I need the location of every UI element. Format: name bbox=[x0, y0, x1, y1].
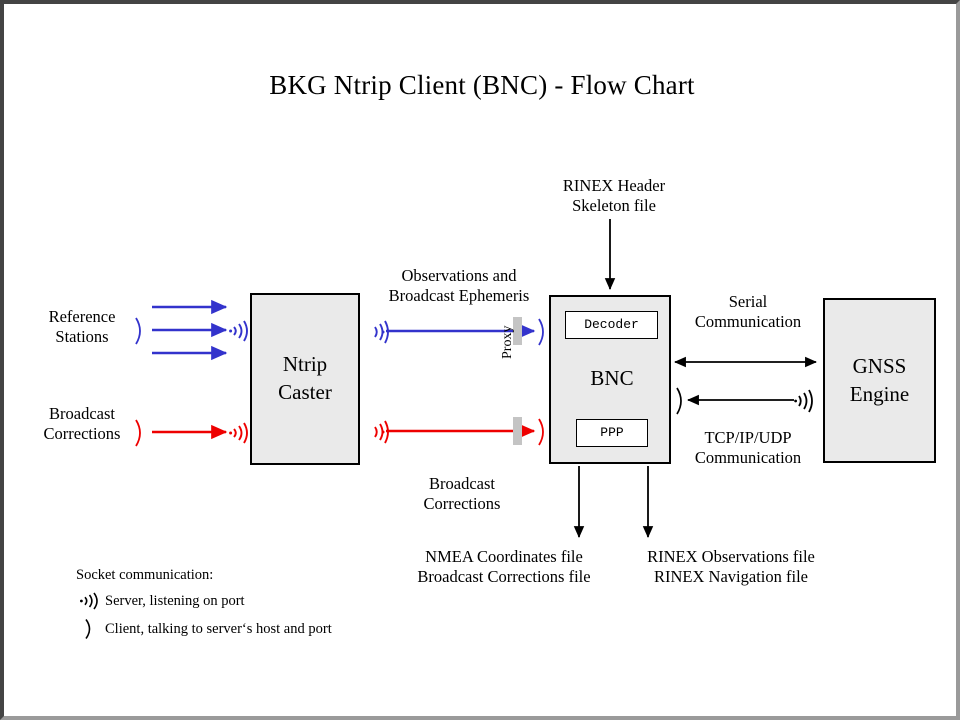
page-title: BKG Ntrip Client (BNC) - Flow Chart bbox=[269, 70, 695, 100]
output-left-line1: NMEA Coordinates file bbox=[425, 547, 583, 566]
antenna-server-icon-gnss-tcpip bbox=[794, 389, 813, 413]
legend-server-text: Server, listening on port bbox=[105, 592, 245, 609]
reference-stations-line1: Reference bbox=[48, 307, 116, 326]
reference-stations-line2: Stations bbox=[55, 327, 109, 347]
proxy-bar-top bbox=[513, 317, 522, 345]
antenna-server-icon-caster-in-red bbox=[229, 422, 248, 444]
decoder-box[interactable]: Decoder bbox=[565, 311, 658, 339]
ntrip-caster-box[interactable]: Ntrip Caster bbox=[250, 293, 360, 465]
legend-row-client: Client, talking to server‘s host and por… bbox=[76, 618, 496, 640]
broadcast-corrections-source-line2: Corrections bbox=[43, 424, 121, 444]
reference-stations-label: Reference Stations bbox=[22, 307, 142, 347]
ntrip-caster-label-line1: Ntrip bbox=[282, 352, 328, 377]
output-left-line2: Broadcast Corrections file bbox=[417, 567, 591, 587]
legend-heading: Socket communication: bbox=[76, 567, 214, 583]
client-paren-icon-broadcast-corrections bbox=[135, 419, 141, 447]
decoder-label: Decoder bbox=[584, 317, 639, 333]
tcpip-communication-line1: TCP/IP/UDP bbox=[704, 428, 792, 447]
antenna-server-icon-caster-out-red bbox=[374, 420, 389, 444]
legend-client-text: Client, talking to server‘s host and por… bbox=[105, 620, 332, 637]
output-right-line2: RINEX Navigation file bbox=[654, 567, 808, 587]
antenna-server-icon-caster-in-blue bbox=[229, 320, 248, 342]
broadcast-corrections-stream-line2: Corrections bbox=[423, 494, 501, 514]
tcpip-communication-line2: Communication bbox=[694, 448, 802, 468]
bnc-box[interactable]: Decoder BNC PPP bbox=[549, 295, 671, 464]
serial-communication-line2: Communication bbox=[694, 312, 802, 332]
ntrip-caster-label-line2: Caster bbox=[278, 380, 332, 404]
legend-row-server: Server, listening on port bbox=[76, 591, 496, 611]
antenna-server-icon-legend bbox=[76, 591, 102, 611]
client-paren-icon-reference-stations bbox=[135, 317, 141, 345]
client-paren-icon-bnc-tcpip bbox=[676, 387, 682, 415]
client-paren-icon-bnc-in-blue bbox=[538, 318, 544, 346]
output-left-label: NMEA Coordinates file Broadcast Correcti… bbox=[402, 547, 606, 587]
gnss-engine-label-line2: Engine bbox=[849, 381, 910, 406]
antenna-server-icon-caster-out-blue bbox=[374, 320, 389, 344]
output-right-label: RINEX Observations file RINEX Navigation… bbox=[626, 547, 836, 587]
tcpip-communication-label: TCP/IP/UDP Communication bbox=[672, 428, 824, 468]
proxy-bar-bottom bbox=[513, 417, 522, 445]
broadcast-corrections-source-line1: Broadcast bbox=[49, 404, 115, 423]
proxy-label: Proxy bbox=[500, 325, 515, 359]
client-paren-icon-legend bbox=[76, 618, 102, 640]
legend: Socket communication: Server, listening … bbox=[76, 567, 496, 640]
broadcast-corrections-stream-label: Broadcast Corrections bbox=[382, 474, 542, 514]
ppp-box[interactable]: PPP bbox=[576, 419, 648, 447]
rinex-header-line2: Skeleton file bbox=[572, 196, 656, 216]
gnss-engine-box[interactable]: GNSS Engine bbox=[823, 298, 936, 463]
broadcast-corrections-source-label: Broadcast Corrections bbox=[18, 404, 146, 444]
observations-ephemeris-line1: Observations and bbox=[401, 266, 517, 285]
gnss-engine-label-line1: GNSS bbox=[852, 353, 907, 378]
bnc-label: BNC bbox=[590, 366, 634, 390]
edge-reference-stations-to-caster bbox=[152, 299, 228, 361]
observations-ephemeris-label: Observations and Broadcast Ephemeris bbox=[364, 266, 554, 306]
observations-ephemeris-line2: Broadcast Ephemeris bbox=[388, 286, 530, 306]
ppp-label: PPP bbox=[600, 425, 624, 441]
serial-communication-label: Serial Communication bbox=[672, 292, 824, 332]
broadcast-corrections-stream-line1: Broadcast bbox=[429, 474, 495, 493]
rinex-header-line1: RINEX Header bbox=[562, 176, 666, 195]
serial-communication-line1: Serial bbox=[728, 292, 768, 311]
client-paren-icon-bnc-in-red bbox=[538, 418, 544, 446]
rinex-header-skeleton-label: RINEX Header Skeleton file bbox=[524, 176, 704, 216]
output-right-line1: RINEX Observations file bbox=[647, 547, 815, 566]
